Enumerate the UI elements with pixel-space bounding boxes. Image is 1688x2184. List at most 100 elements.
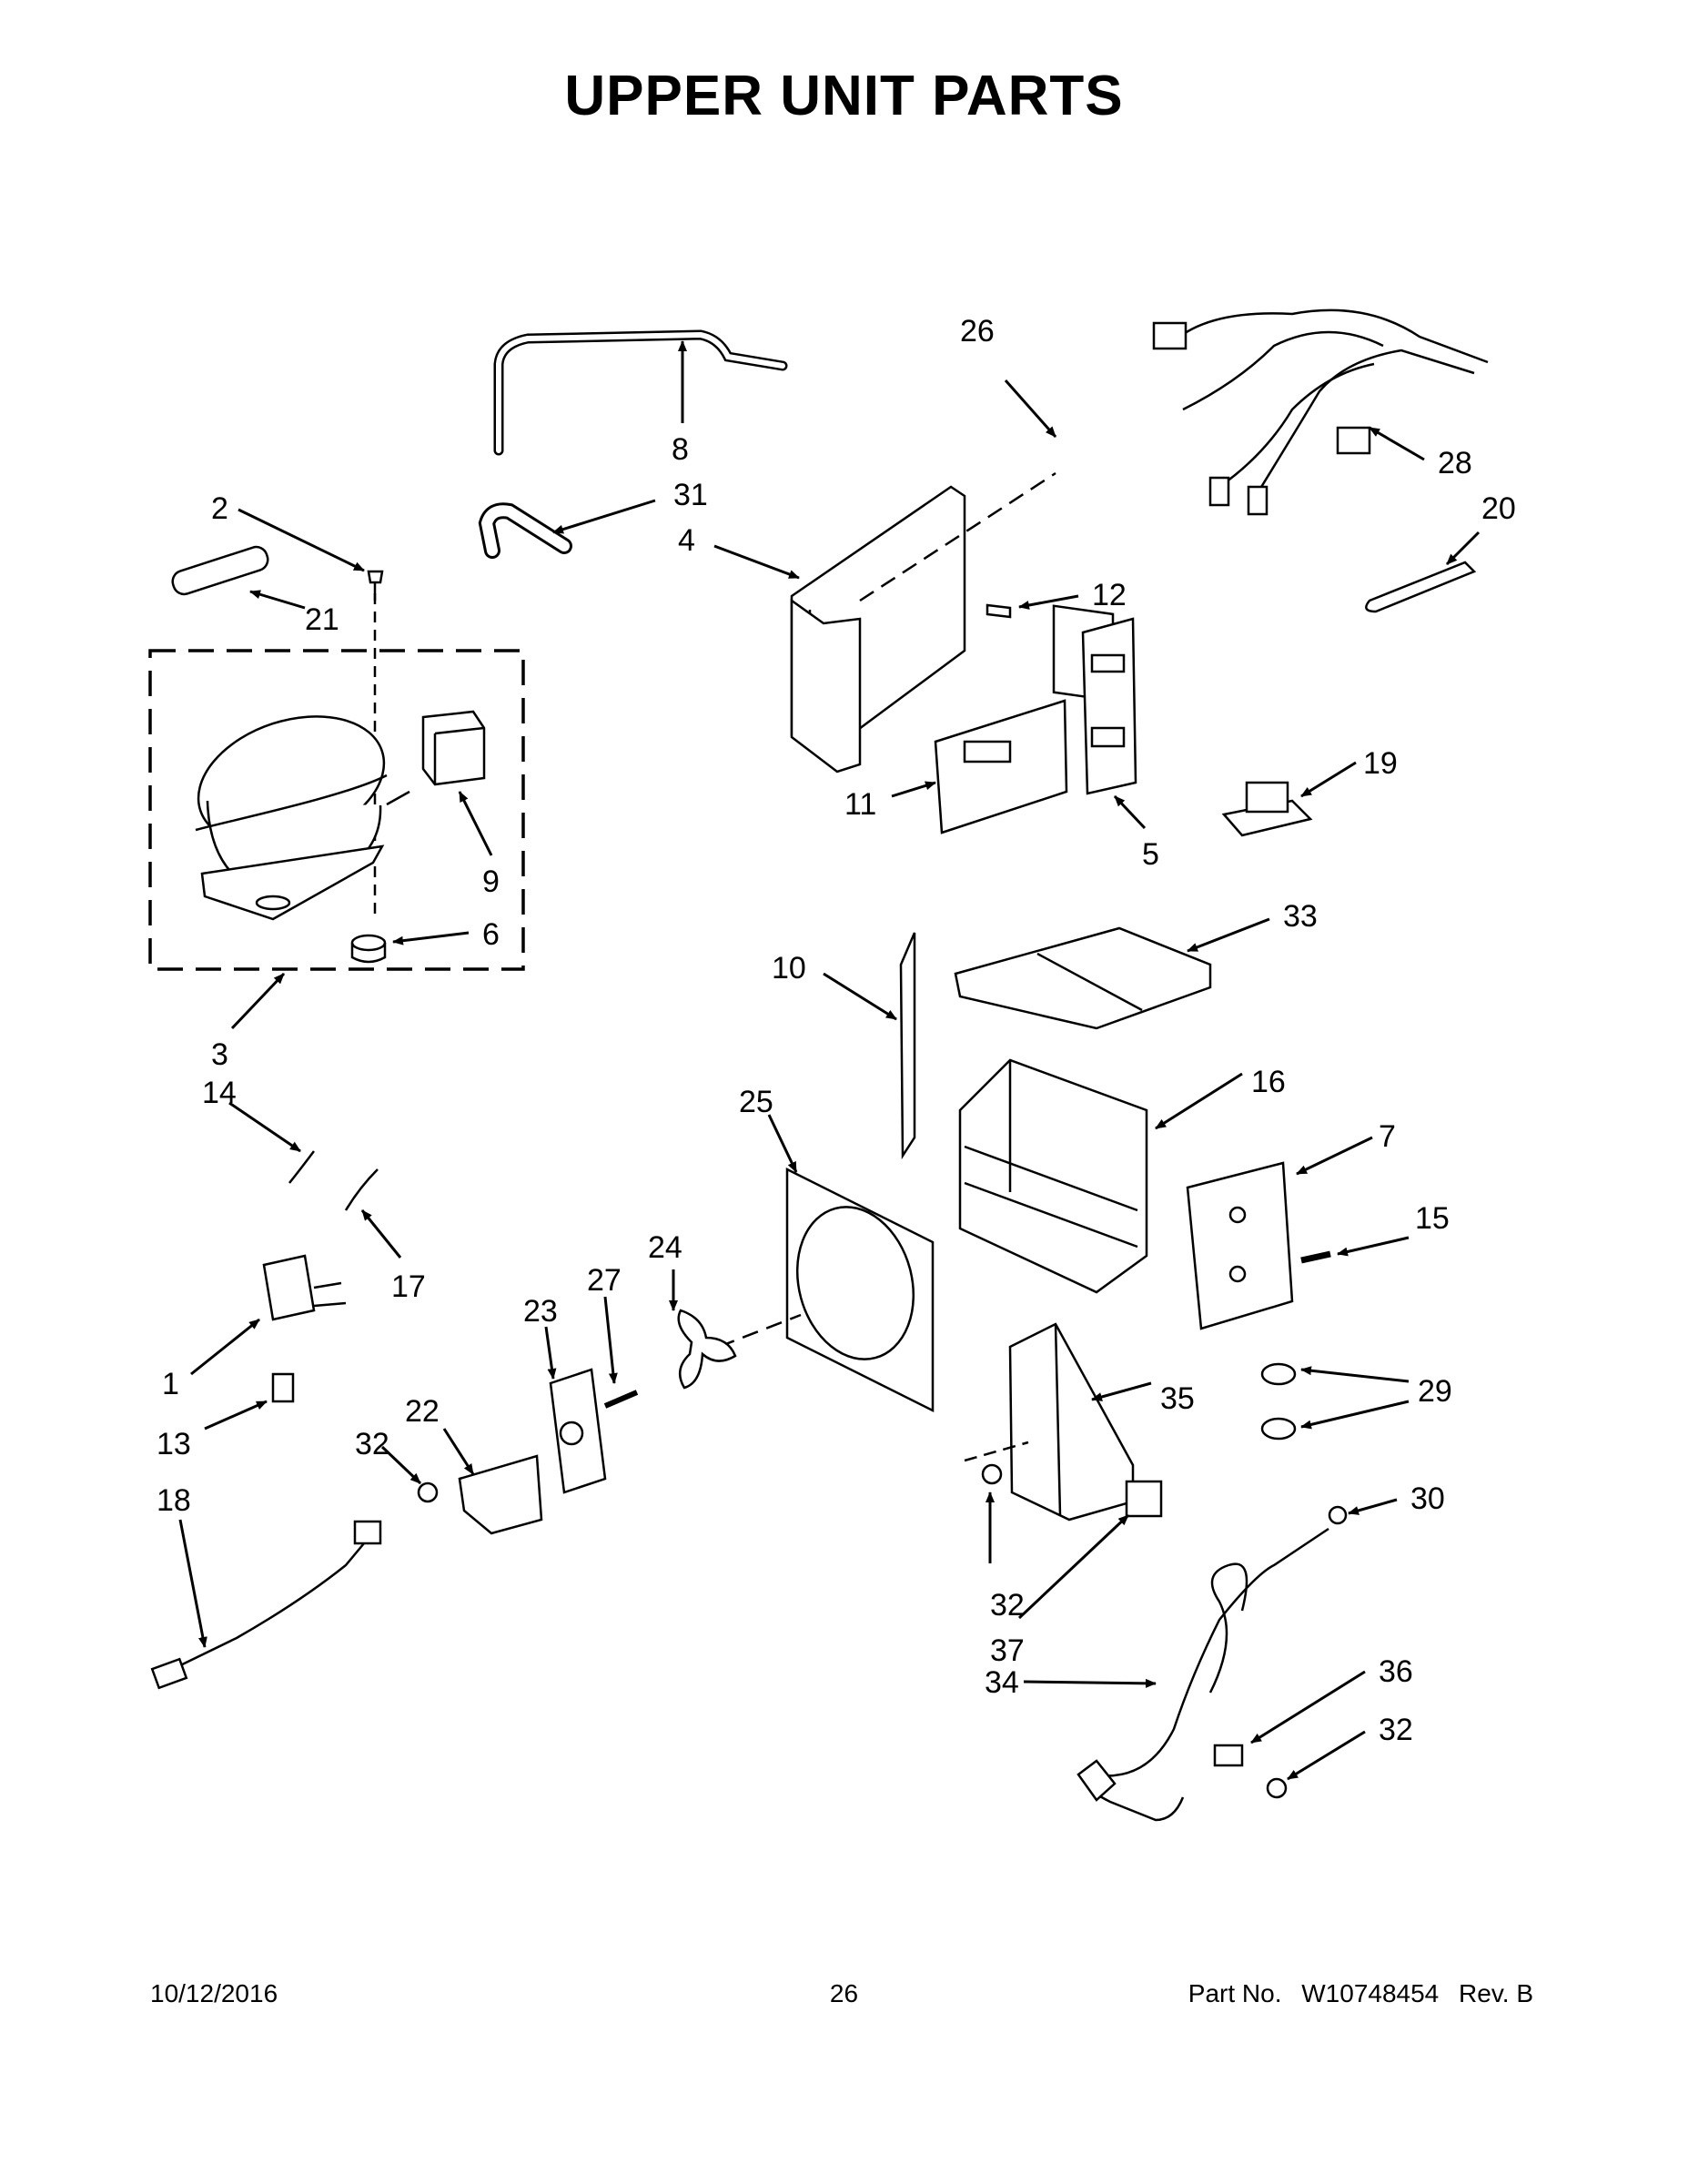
part-22-bracket (458, 1454, 543, 1535)
callout-7: 7 (1379, 1119, 1396, 1154)
leader-32a (380, 1445, 422, 1485)
footer-part-label: Part No. (1188, 1979, 1282, 2007)
leader-28 (1369, 426, 1425, 461)
callout-2: 2 (211, 491, 228, 526)
leader-34 (1023, 1678, 1157, 1688)
leader-31 (552, 499, 656, 534)
leader-29b (1300, 1400, 1410, 1430)
callout-11: 11 (844, 787, 876, 822)
callout-34: 34 (985, 1665, 1019, 1700)
callout-5: 5 (1142, 837, 1159, 872)
callout-16: 16 (1251, 1065, 1286, 1099)
part-21-filter-drier (171, 545, 269, 596)
part-8-tube (493, 329, 788, 456)
part-32-screw (417, 1481, 439, 1503)
part-30-screw (1328, 1505, 1348, 1525)
part-27-screw (603, 1390, 639, 1409)
leader-35 (1091, 1381, 1152, 1401)
part-3-compressor (195, 715, 388, 921)
part-23-fan-motor (549, 1368, 607, 1494)
callout-10: 10 (772, 951, 806, 986)
callout-13: 13 (157, 1427, 191, 1461)
leader-22 (442, 1428, 475, 1475)
part-29-grommet (1260, 1417, 1297, 1441)
leader-37 (1017, 1513, 1130, 1620)
callout-1: 1 (162, 1367, 179, 1401)
part-16-condenser-coil (958, 1058, 1148, 1294)
part-29-grommet (1260, 1362, 1297, 1386)
leader-30 (1348, 1498, 1398, 1515)
leader-9 (458, 791, 493, 856)
footer-part-number: W10748454 (1301, 1979, 1440, 2007)
part-32-screw (1266, 1777, 1288, 1799)
part-2-screw (367, 570, 384, 601)
leader-32c (1287, 1730, 1366, 1781)
leader-33 (1187, 917, 1270, 953)
callout-labels: 1 2 3 4 5 6 7 8 9 10 11 12 13 14 15 16 1… (157, 314, 1516, 1747)
part-24-fan-blade (677, 1309, 737, 1390)
callout-30: 30 (1410, 1481, 1445, 1516)
leader-1 (190, 1318, 260, 1376)
callout-32: 32 (1379, 1713, 1413, 1747)
callout-9: 9 (482, 864, 500, 899)
callout-27: 27 (587, 1263, 622, 1298)
leader-19 (1300, 761, 1357, 798)
leader-10 (823, 972, 897, 1021)
compressor-assembly-box (148, 649, 525, 971)
leader-5 (1113, 794, 1147, 830)
callout-25: 25 (739, 1085, 773, 1119)
part-15-screw (1300, 1250, 1331, 1264)
part-1-start-device (262, 1254, 347, 1321)
callout-32: 32 (990, 1588, 1025, 1623)
leader-18 (178, 1519, 207, 1648)
part-28-wire-harness (1152, 308, 1489, 516)
callout-36: 36 (1379, 1654, 1413, 1689)
callout-26: 26 (960, 314, 995, 349)
part-35-bracket (1008, 1322, 1135, 1522)
part-14-lead (288, 1150, 315, 1184)
part-34-power-cord (1076, 1527, 1329, 1822)
callout-21: 21 (305, 602, 339, 637)
callout-19: 19 (1363, 746, 1398, 781)
callout-14: 14 (202, 1076, 237, 1110)
callout-28: 28 (1438, 446, 1472, 480)
callout-3: 3 (211, 1037, 228, 1072)
leader-21 (249, 590, 306, 610)
footer-part-info: Part No. W10748454 Rev. B (1176, 1979, 1533, 2008)
part-13-label (271, 1372, 295, 1403)
callout-24: 24 (648, 1230, 682, 1265)
leader-26 (1004, 379, 1057, 438)
leader-11 (891, 781, 936, 798)
footer-revision: Rev. B (1459, 1979, 1533, 2007)
leader-4 (713, 544, 800, 580)
part-6-grommet (350, 934, 387, 964)
callout-29: 29 (1418, 1374, 1452, 1409)
part-18-wire-harness (150, 1520, 382, 1690)
part-33-cover (954, 926, 1212, 1030)
leader-6 (392, 931, 470, 945)
part-32-screw (981, 1463, 1003, 1485)
leader-15 (1337, 1236, 1410, 1257)
part-5-control-board (1081, 617, 1137, 795)
callout-17: 17 (391, 1269, 426, 1304)
part-17-lead (344, 1168, 379, 1211)
callout-23: 23 (523, 1294, 558, 1329)
callout-15: 15 (1415, 1201, 1450, 1236)
part-7-bracket (1186, 1161, 1294, 1330)
callout-18: 18 (157, 1483, 191, 1518)
part-19-transformer (1221, 781, 1313, 837)
leader-7 (1296, 1136, 1373, 1176)
footer-page-number: 26 (829, 1979, 859, 2007)
part-12-clip (986, 603, 1012, 619)
part-20-cable-tie (1365, 561, 1477, 613)
leader-29a (1300, 1366, 1410, 1383)
part-25-fan-shroud (785, 1167, 935, 1413)
leader-25 (767, 1114, 798, 1173)
callout-32: 32 (355, 1427, 389, 1461)
callout-31: 31 (673, 478, 708, 512)
part-10-strip (899, 932, 916, 1160)
part-4-bracket (790, 485, 966, 774)
part-11-control-board (934, 699, 1068, 834)
callout-6: 6 (482, 917, 500, 952)
